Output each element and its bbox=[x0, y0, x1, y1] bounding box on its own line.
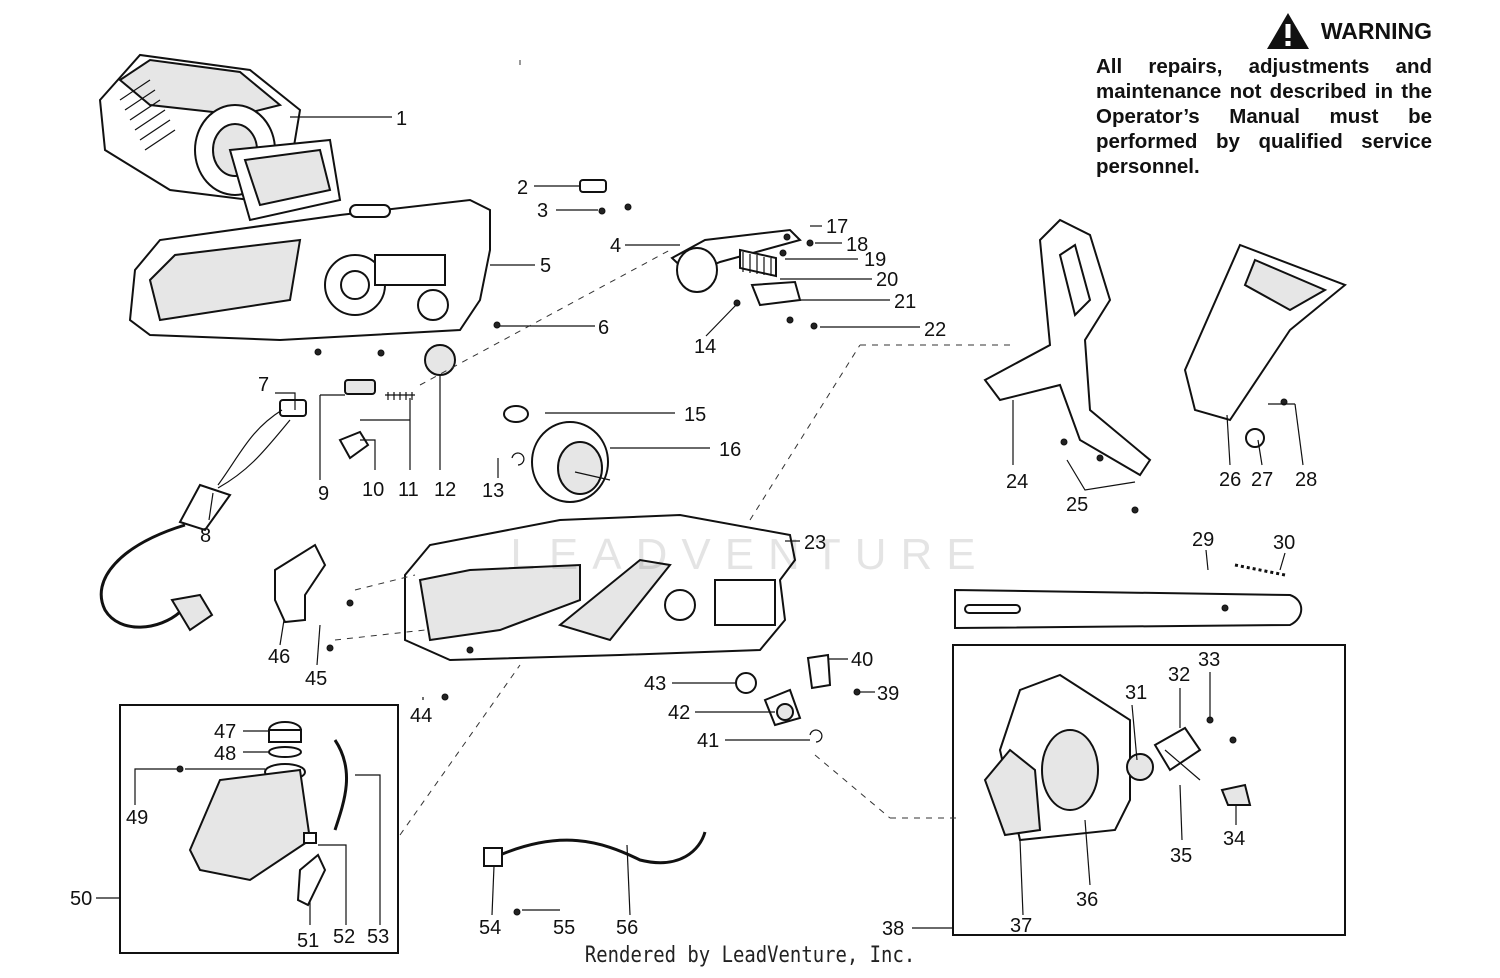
part-36: 36 bbox=[1076, 889, 1098, 911]
warning-title: WARNING bbox=[1320, 17, 1432, 44]
part-52: 52 bbox=[333, 926, 355, 948]
leader-lines bbox=[96, 116, 1304, 929]
oiler-parts-drawing bbox=[735, 653, 861, 743]
part-38: 38 bbox=[882, 918, 904, 940]
footer-credit: Rendered by LeadVenture, Inc. bbox=[0, 943, 1500, 968]
part-53: 53 bbox=[367, 926, 389, 948]
part-23: 23 bbox=[804, 532, 826, 554]
part-number-labels: 1 2 3 4 5 6 7 8 9 10 11 12 13 14 15 16 1… bbox=[70, 108, 1317, 952]
clutch-drum-drawing bbox=[503, 405, 611, 503]
part-8: 8 bbox=[200, 525, 211, 547]
part-4: 4 bbox=[610, 235, 621, 257]
part-13: 13 bbox=[482, 480, 504, 502]
part-15: 15 bbox=[684, 404, 706, 426]
part-28: 28 bbox=[1295, 469, 1317, 491]
part-47: 47 bbox=[214, 721, 236, 743]
part-26: 26 bbox=[1219, 469, 1241, 491]
part-5: 5 bbox=[540, 255, 551, 277]
part-1: 1 bbox=[396, 108, 407, 130]
part-20: 20 bbox=[876, 269, 898, 291]
part-25: 25 bbox=[1066, 494, 1088, 516]
part-42: 42 bbox=[668, 702, 690, 724]
warning-triangle-icon bbox=[1266, 13, 1309, 49]
part-46: 46 bbox=[268, 646, 290, 668]
part-6: 6 bbox=[598, 317, 609, 339]
warning-header: WARNING bbox=[1096, 8, 1432, 54]
part-31: 31 bbox=[1125, 682, 1147, 704]
part-40: 40 bbox=[851, 649, 873, 671]
part-45: 45 bbox=[305, 668, 327, 690]
oil-line-drawing bbox=[483, 831, 707, 916]
guide-bar-drawing bbox=[954, 563, 1303, 630]
switch-and-screws-drawing bbox=[314, 179, 818, 357]
part-18: 18 bbox=[846, 234, 868, 256]
part-51: 51 bbox=[297, 930, 319, 952]
alignment-lines bbox=[334, 60, 1010, 836]
part-27: 27 bbox=[1251, 469, 1273, 491]
part-16: 16 bbox=[719, 439, 741, 461]
part-11: 11 bbox=[398, 479, 419, 501]
part-56: 56 bbox=[616, 917, 638, 939]
power-cord-drawing bbox=[99, 379, 415, 632]
part-43: 43 bbox=[644, 673, 666, 695]
part-29: 29 bbox=[1192, 529, 1214, 551]
part-35: 35 bbox=[1170, 845, 1192, 867]
part-41: 41 bbox=[697, 730, 719, 752]
sprocket-cover-group-box bbox=[952, 644, 1346, 936]
part-24: 24 bbox=[1006, 471, 1028, 493]
part-50: 50 bbox=[70, 888, 92, 910]
part-34: 34 bbox=[1223, 828, 1245, 850]
part-49: 49 bbox=[126, 807, 148, 829]
motor-housing-half-drawing bbox=[128, 198, 491, 376]
part-44: 44 bbox=[410, 705, 432, 727]
part-39: 39 bbox=[877, 683, 899, 705]
part-55: 55 bbox=[553, 917, 575, 939]
part-12: 12 bbox=[434, 479, 456, 501]
warning-text: All repairs, adjustments and maintenance… bbox=[1096, 55, 1432, 178]
part-32: 32 bbox=[1168, 664, 1190, 686]
part-54: 54 bbox=[479, 917, 501, 939]
part-22: 22 bbox=[924, 319, 946, 341]
part-14: 14 bbox=[694, 336, 716, 358]
part-10: 10 bbox=[362, 479, 384, 501]
sprocket-cover-drawing bbox=[983, 673, 1252, 842]
part-33: 33 bbox=[1198, 649, 1220, 671]
oil-tank-group-box bbox=[119, 704, 399, 954]
oil-tank-drawing bbox=[176, 721, 349, 907]
part-7: 7 bbox=[258, 374, 269, 396]
part-37: 37 bbox=[1010, 915, 1032, 937]
part-9: 9 bbox=[318, 483, 329, 505]
part-19: 19 bbox=[864, 249, 886, 271]
footer-text: Rendered by LeadVenture, Inc. bbox=[584, 943, 916, 968]
part-17: 17 bbox=[826, 216, 848, 238]
chain-housing-drawing bbox=[326, 513, 797, 701]
part-3: 3 bbox=[537, 200, 548, 222]
part-30: 30 bbox=[1273, 532, 1295, 554]
warning-block: WARNING All repairs, adjustments and mai… bbox=[1096, 8, 1432, 179]
handle-bars-drawing bbox=[983, 218, 1347, 514]
guard-plate-drawing bbox=[274, 543, 327, 624]
part-21: 21 bbox=[894, 291, 916, 313]
part-2: 2 bbox=[517, 177, 528, 199]
part-48: 48 bbox=[214, 743, 236, 765]
motor-housing-drawing bbox=[98, 53, 342, 222]
